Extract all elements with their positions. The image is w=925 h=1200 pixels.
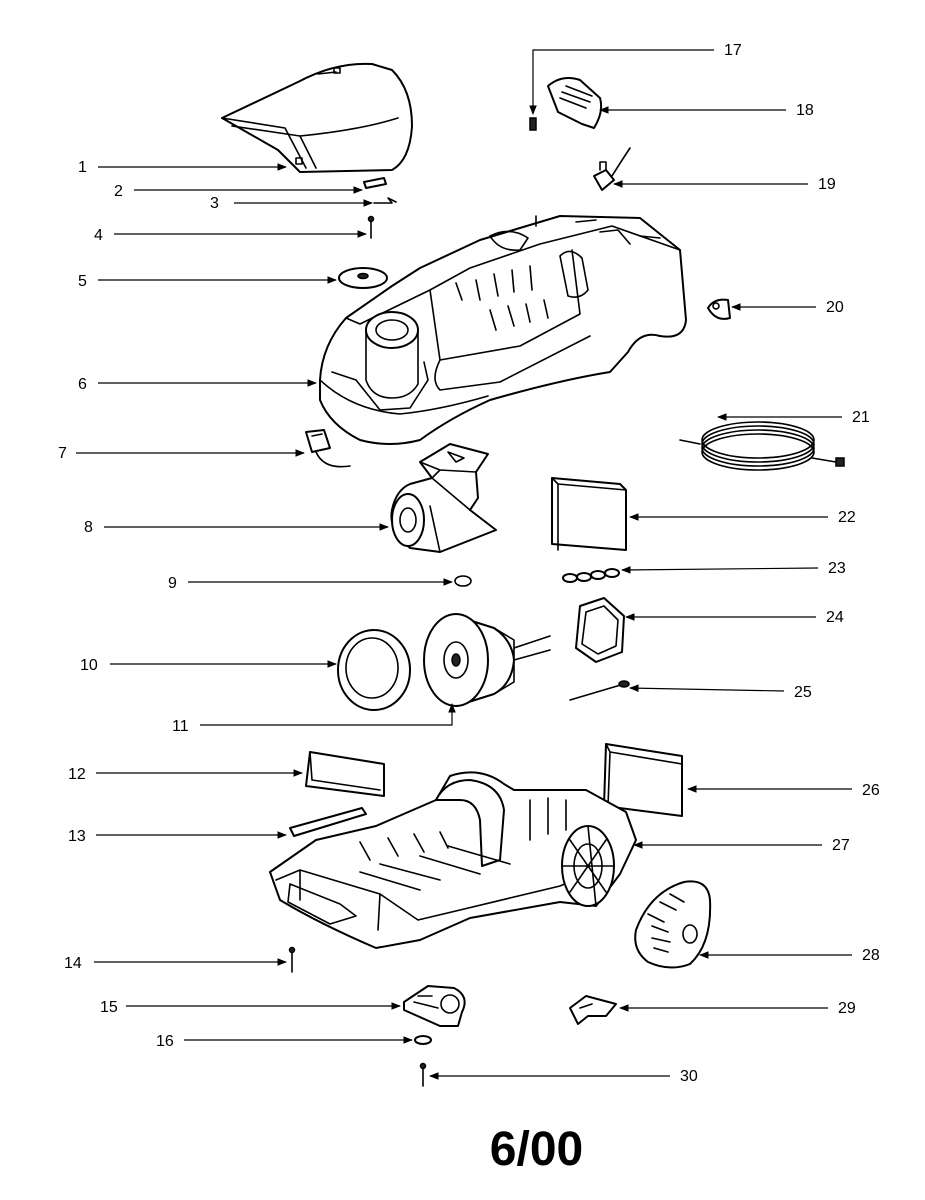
callout-label-24: 24 [826,609,844,626]
part-17-screw-illustration [529,117,537,131]
callout-label-22: 22 [838,509,856,526]
callout-label-9: 9 [168,575,177,592]
part-20-clip-illustration [707,298,731,320]
callout-12: 12 [68,766,303,783]
callout-17: 17 [529,42,742,115]
part-5-washer-illustration [338,267,388,289]
callout-label-25: 25 [794,684,812,701]
part-27-base-illustration [269,771,637,949]
callout-label-13: 13 [68,828,86,845]
part-25-wire-illustration [569,680,630,701]
callout-label-1: 1 [78,159,87,176]
callout-2: 2 [114,183,363,200]
callout-27: 27 [633,837,850,854]
part-2-latch-illustration [363,177,387,189]
callout-label-4: 4 [94,227,103,244]
callout-9: 9 [168,575,453,592]
callout-label-20: 20 [826,299,844,316]
callout-label-28: 28 [862,947,880,964]
callout-label-27: 27 [832,837,850,854]
callout-19: 19 [613,176,836,193]
callout-24: 24 [625,609,844,626]
callout-label-23: 23 [828,560,846,577]
callout-14: 14 [64,955,287,972]
part-4-screw-illustration [367,215,375,239]
callout-16: 16 [156,1033,413,1050]
part-14-screw-illustration [288,946,296,973]
part-13-strip-illustration [289,807,367,837]
part-22-filter-illustration [551,477,627,551]
part-21-power-cord-illustration [679,421,845,471]
part-29-clip-illustration [569,995,617,1025]
part-18-button-illustration [547,77,603,129]
callout-label-17: 17 [724,42,742,59]
part-15-pedal-illustration [403,985,466,1027]
callout-28: 28 [699,947,880,964]
part-11-motor-illustration [423,613,551,707]
part-7-switch-illustration [305,429,351,468]
callout-label-2: 2 [114,183,123,200]
part-3-spring-illustration [373,197,397,204]
part-30-screw-illustration [419,1062,427,1087]
callout-23: 23 [621,560,846,577]
callout-13: 13 [68,828,287,845]
callout-10: 10 [80,657,337,674]
callout-label-15: 15 [100,999,118,1016]
part-26-filter-illustration [603,743,683,817]
callout-8: 8 [84,519,389,536]
callout-1: 1 [78,159,287,176]
callout-5: 5 [78,273,337,290]
part-6-main-housing-illustration [319,215,687,445]
callout-label-11: 11 [172,718,189,735]
callout-25: 25 [629,684,812,701]
callout-label-5: 5 [78,273,87,290]
callout-label-26: 26 [862,782,880,799]
callout-label-12: 12 [68,766,86,783]
callout-15: 15 [100,999,401,1016]
revision-date: 6/00 [489,1123,584,1176]
callout-label-29: 29 [838,1000,856,1017]
callout-label-10: 10 [80,657,98,674]
callout-label-6: 6 [78,376,87,393]
callout-6: 6 [78,376,317,393]
callout-label-8: 8 [84,519,93,536]
callout-label-7: 7 [58,445,67,462]
part-16-washer-illustration [414,1035,432,1045]
part-28-wheel-cover-illustration [634,880,712,969]
callout-21: 21 [717,409,870,426]
callout-label-14: 14 [64,955,82,972]
part-1-top-cover-illustration [221,62,413,173]
callout-7: 7 [58,445,305,462]
callout-18: 18 [599,102,814,119]
part-24-gasket-illustration [575,597,625,663]
callout-label-19: 19 [818,176,836,193]
callout-label-18: 18 [796,102,814,119]
callout-29: 29 [619,1000,856,1017]
part-10-filter-ring-illustration [337,629,411,711]
part-12-filter-pad-illustration [305,751,385,797]
callout-3: 3 [210,195,373,212]
callout-30: 30 [429,1068,698,1085]
callout-11: 11 [172,703,456,735]
part-23-grommets-illustration [562,568,620,583]
callout-label-16: 16 [156,1033,174,1050]
part-9-ring-illustration [454,575,472,587]
part-8-motor-duct-illustration [390,443,497,553]
callout-20: 20 [731,299,844,316]
callout-label-3: 3 [210,195,219,212]
callout-label-30: 30 [680,1068,698,1085]
callout-label-21: 21 [852,409,870,426]
callout-4: 4 [94,227,367,244]
callout-22: 22 [629,509,856,526]
part-19-switch-illustration [593,147,631,191]
callout-26: 26 [687,782,880,799]
